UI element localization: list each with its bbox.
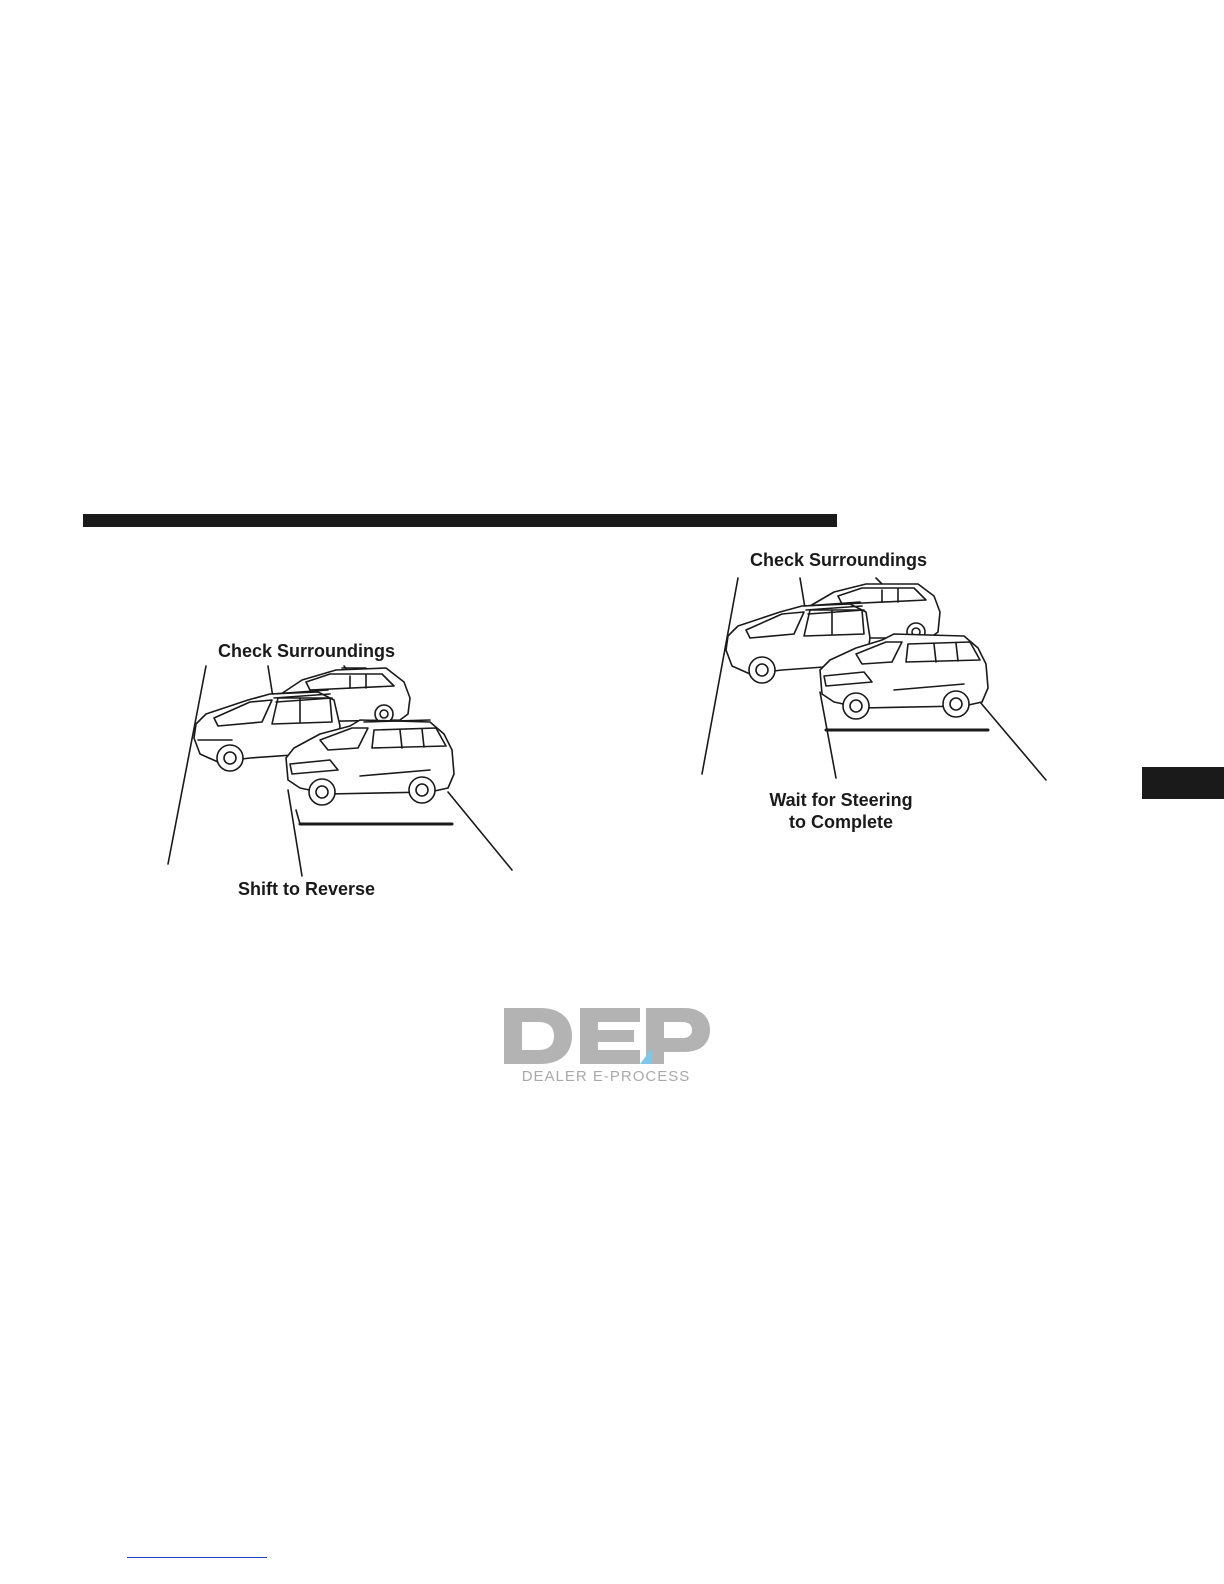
chapter-tab	[1142, 767, 1224, 799]
logo-tagline: DEALER E-PROCESS	[500, 1068, 712, 1086]
callout-wait-line-2: to Complete	[756, 811, 926, 833]
callout-shift-to-reverse: Shift to Reverse	[238, 878, 375, 900]
callout-wait-for-steering: Wait for Steering to Complete	[756, 789, 926, 833]
figure-shift-to-reverse: Check Surroundings Shift to Reverse	[160, 630, 540, 910]
section-header-rule	[83, 514, 837, 527]
dealer-eprocess-watermark: DEALER E-PROCESS	[500, 1004, 712, 1088]
callout-check-surroundings: Check Surroundings	[218, 640, 395, 662]
footer-link-underline[interactable]	[127, 1557, 267, 1558]
dep-logo-mark	[500, 1004, 712, 1068]
parking-illustration-1	[160, 630, 540, 910]
callout-wait-line-1: Wait for Steering	[756, 789, 926, 811]
figure-wait-for-steering: Check Surroundings Wait for Steering to …	[690, 540, 1060, 840]
callout-check-surroundings-2: Check Surroundings	[750, 549, 927, 571]
